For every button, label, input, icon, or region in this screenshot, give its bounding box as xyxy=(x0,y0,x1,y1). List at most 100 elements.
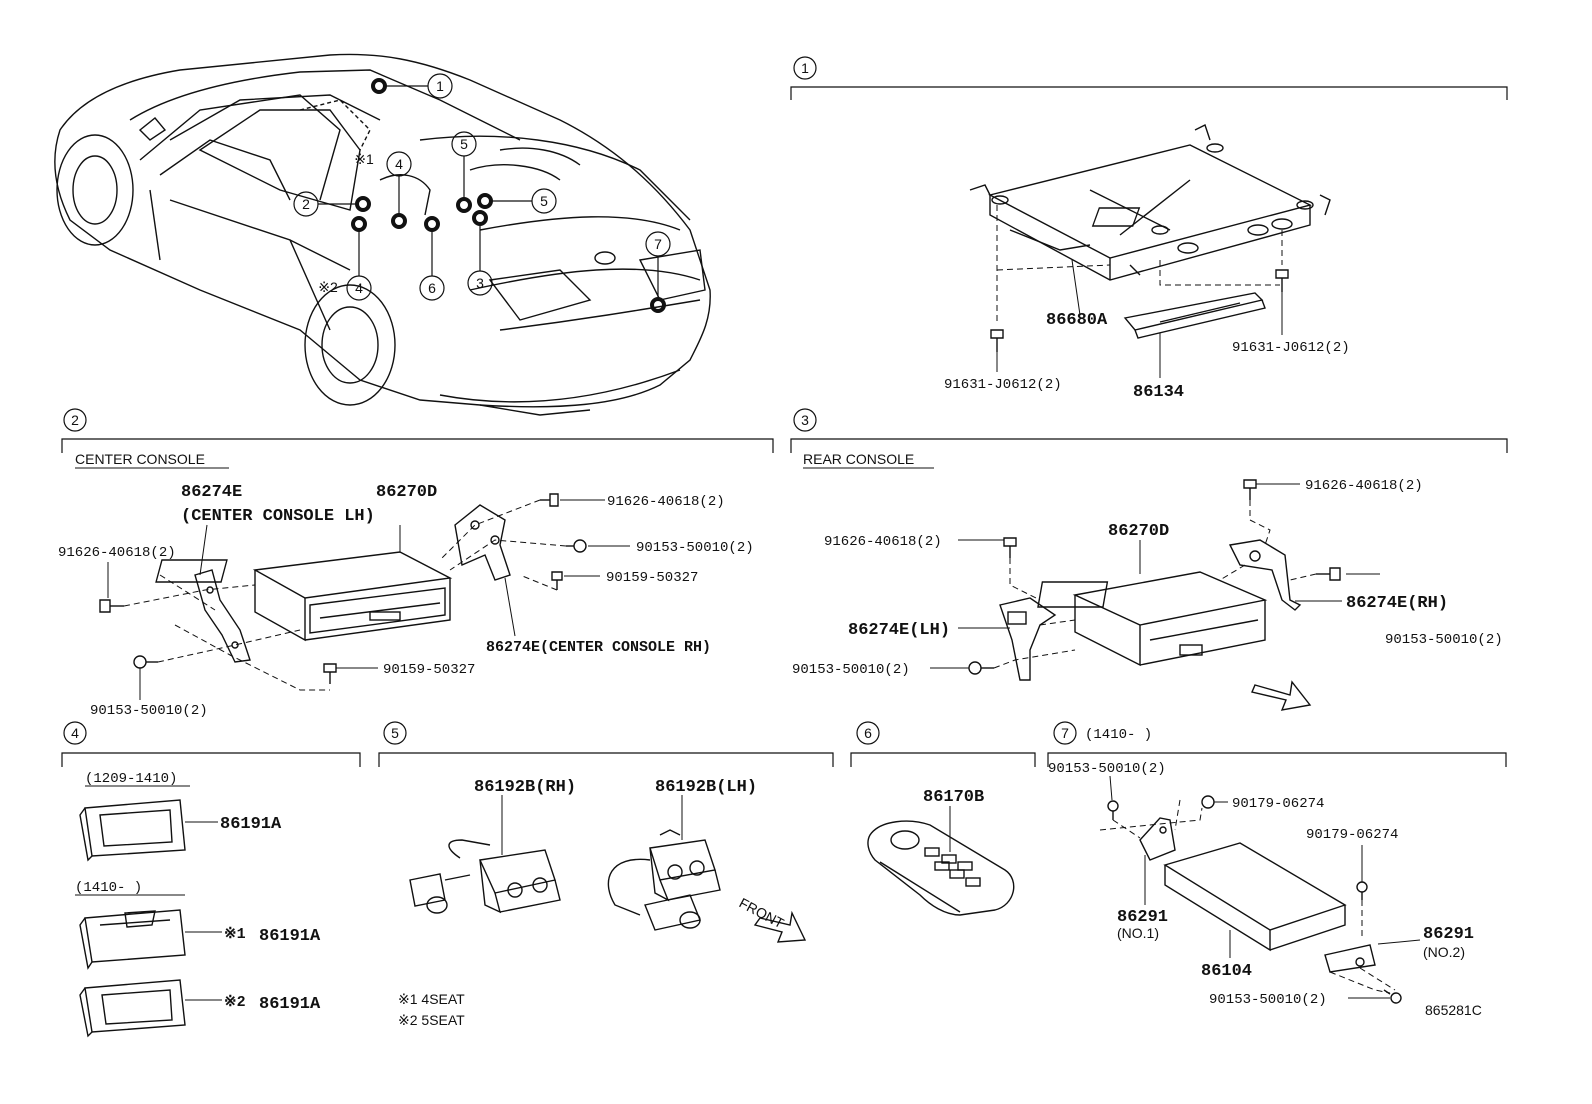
s4-range-a: (1209-1410) xyxy=(85,771,177,787)
part-86291-no1: 86291 xyxy=(1117,908,1168,927)
fastener-icons-s2 xyxy=(99,493,587,684)
part-90153-50010-right: 90153-50010(2) xyxy=(636,540,754,556)
section-2-number: 2 xyxy=(71,412,79,428)
section-6-number: 6 xyxy=(864,725,872,741)
section-3-number: 3 xyxy=(801,412,809,428)
note-4seat: ※1 4SEAT xyxy=(398,991,465,1007)
section-2-title: CENTER CONSOLE xyxy=(75,451,205,467)
car-star2-mark: ※2 xyxy=(318,279,338,295)
part-86291-no2: 86291 xyxy=(1423,925,1474,944)
footnotes: ※1 4SEAT ※2 5SEAT 865281C xyxy=(398,991,1482,1028)
part-90159-50327-upper: 90159-50327 xyxy=(606,570,698,586)
car-callout-3: 3 xyxy=(476,275,484,291)
part-86191A-c: 86191A xyxy=(259,995,321,1014)
car-callout-5b: 5 xyxy=(540,193,548,209)
front-arrow-label-s5: FRONT xyxy=(737,895,787,932)
part-86191A-a: 86191A xyxy=(220,815,282,834)
part-86274E-3lh: 86274E(LH) xyxy=(848,621,950,640)
part-86680A: 86680A xyxy=(1046,311,1108,330)
part-91631-right: 91631-J0612(2) xyxy=(1232,340,1350,356)
part-86134: 86134 xyxy=(1133,383,1184,402)
bracket-86274E-3rh-drawing xyxy=(1228,539,1302,611)
part-86270D-center: 86270D xyxy=(376,483,437,502)
section-2: 2 CENTER CONSOLE xyxy=(58,408,774,719)
part-86274E-rh: 86274E(CENTER CONSOLE RH) xyxy=(486,639,711,656)
diagram-id: 865281C xyxy=(1425,1002,1482,1018)
car-callout-points xyxy=(351,78,666,313)
part-86274E-lh: 86274E xyxy=(181,483,242,502)
section-7-number: 7 xyxy=(1061,725,1069,741)
section-1-number: 1 xyxy=(801,60,809,76)
car-callout-1: 1 xyxy=(436,78,444,94)
section-6: 6 86170B xyxy=(850,721,1036,916)
front-arrow-icon xyxy=(1251,680,1312,711)
part-90153-50010-7bottom: 90153-50010(2) xyxy=(1209,992,1327,1008)
section-1: 1 xyxy=(790,56,1508,402)
part-86274E-3rh: 86274E(RH) xyxy=(1346,594,1448,613)
car-callout-5a: 5 xyxy=(460,136,468,152)
part-86274E-lh-desc: (CENTER CONSOLE LH) xyxy=(181,507,375,526)
part-91626-40618-3left: 91626-40618(2) xyxy=(824,534,942,550)
part-86104: 86104 xyxy=(1201,962,1252,981)
part-91626-40618-right: 91626-40618(2) xyxy=(607,494,725,510)
unit-86270D-center-drawing xyxy=(155,551,453,642)
switch-86191A-a-drawing xyxy=(79,799,186,862)
car-callout-2: 2 xyxy=(302,196,310,212)
outlet-86192B-rh-drawing xyxy=(409,839,561,914)
part-90153-50010-left: 90153-50010(2) xyxy=(90,703,208,719)
section-5-number: 5 xyxy=(391,725,399,741)
fastener-icons-s3 xyxy=(968,479,1341,675)
section-3: 3 REAR CONSOLE xyxy=(790,408,1508,711)
bracket-86291-no2-drawing xyxy=(1324,944,1376,973)
cover-86134-drawing xyxy=(1123,292,1266,339)
unit-86104-drawing xyxy=(1163,842,1347,952)
part-86291-no1-label: (NO.1) xyxy=(1117,925,1159,941)
part-86270D-rear: 86270D xyxy=(1108,522,1169,541)
part-86192B-lh: 86192B(LH) xyxy=(655,778,757,797)
car-callout-bubbles xyxy=(293,73,671,301)
car-callout-4b: 4 xyxy=(355,280,363,296)
part-90153-50010-3rh: 90153-50010(2) xyxy=(1385,632,1503,648)
section-7: 7 (1410- ) 90153-50010(2) 90179-06274 90… xyxy=(1047,721,1507,1008)
bracket-86291-no1-drawing xyxy=(1139,817,1176,861)
unit-86680A-drawing xyxy=(969,124,1331,281)
part-91626-40618-left: 91626-40618(2) xyxy=(58,545,176,561)
s4-range-b: (1410- ) xyxy=(75,880,142,896)
car-star1-mark: ※1 xyxy=(354,151,374,167)
part-90179-06274-b: 90179-06274 xyxy=(1306,827,1398,843)
bracket-86274E-3lh-drawing xyxy=(999,597,1057,681)
car-callout-labels: 1 2 3 4 4 5 5 6 7 ※1 ※2 xyxy=(302,78,662,296)
part-90179-06274-a: 90179-06274 xyxy=(1232,796,1324,812)
section-5: 5 86192B(RH) 86192B(LH) FRO xyxy=(378,721,834,943)
section-4-number: 4 xyxy=(71,725,79,741)
switch-86191A-b-drawing xyxy=(79,909,186,970)
front-arrow-icon-s5: FRONT xyxy=(737,895,807,943)
part-86291-no2-label: (NO.2) xyxy=(1423,944,1465,960)
part-91631-left: 91631-J0612(2) xyxy=(944,377,1062,393)
part-90153-50010-3lh: 90153-50010(2) xyxy=(792,662,910,678)
bracket-86274E-rh-drawing xyxy=(454,504,511,581)
part-86191A-b: 86191A xyxy=(259,927,321,946)
outlet-86192B-lh-drawing xyxy=(607,829,721,931)
car-callout-4a: 4 xyxy=(395,156,403,172)
part-86170B: 86170B xyxy=(923,788,984,807)
section-4: 4 (1209-1410) 86191A (1410- ) ※1 86191A … xyxy=(61,721,361,1038)
section-3-title: REAR CONSOLE xyxy=(803,451,914,467)
part-90153-50010-7top: 90153-50010(2) xyxy=(1048,761,1166,777)
part-91626-40618-3top: 91626-40618(2) xyxy=(1305,478,1423,494)
s7-range: (1410- ) xyxy=(1085,727,1152,743)
part-90159-50327-lower: 90159-50327 xyxy=(383,662,475,678)
unit-86270D-rear-drawing xyxy=(1037,571,1268,667)
switch-86191A-c-drawing xyxy=(79,979,186,1038)
s4-mark-c: ※2 xyxy=(224,994,246,1011)
note-5seat: ※2 5SEAT xyxy=(398,1012,465,1028)
car-callout-7: 7 xyxy=(654,236,662,252)
bolt-91631-icons xyxy=(990,269,1289,352)
remote-86170B-drawing xyxy=(867,820,1015,916)
part-86192B-rh: 86192B(RH) xyxy=(474,778,576,797)
car-overview xyxy=(54,53,711,416)
car-callout-6: 6 xyxy=(428,280,436,296)
s4-mark-b: ※1 xyxy=(224,926,246,943)
